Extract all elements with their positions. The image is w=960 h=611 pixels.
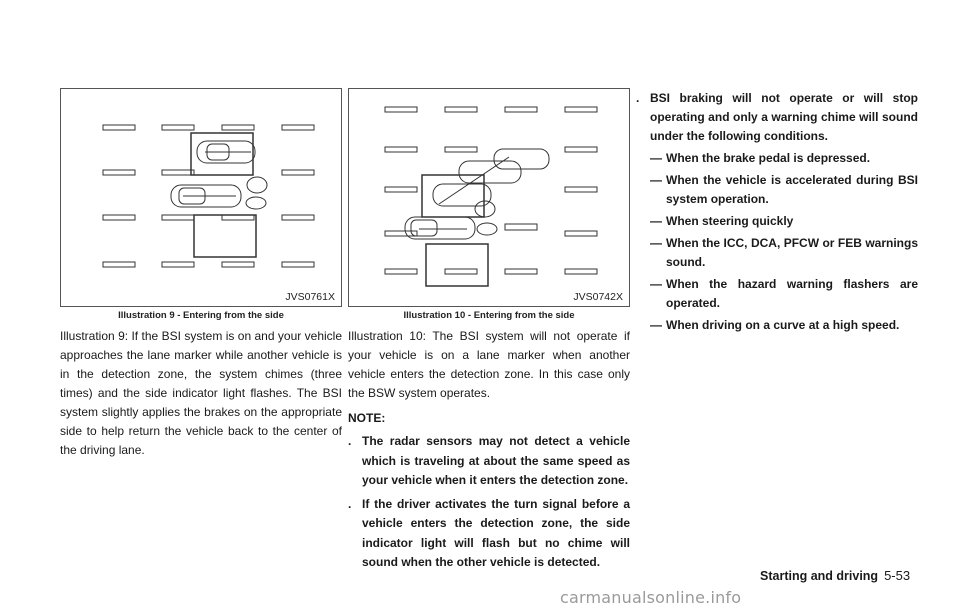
bullet-item: . BSI braking will not operate or will s… xyxy=(636,89,918,335)
condition-item: —When the brake pedal is depressed. xyxy=(650,149,918,168)
note-title: NOTE: xyxy=(348,411,386,425)
dash-icon: — xyxy=(650,236,662,250)
illustration-10-drawing xyxy=(384,106,598,287)
watermark[interactable]: carmanualsonline.info xyxy=(560,588,742,607)
dash-icon: — xyxy=(650,173,662,187)
section-title: Starting and driving xyxy=(760,569,879,583)
dash-icon: — xyxy=(650,151,662,165)
condition-item: —When steering quickly xyxy=(650,212,918,231)
bullet-icon: . xyxy=(348,434,352,448)
figure-caption: Illustration 10 - Entering from the side xyxy=(403,310,575,321)
illustration-9: JVS0761X xyxy=(60,88,342,307)
condition-item: —When the vehicle is accelerated during … xyxy=(650,173,918,206)
body-section: Illustration 10: The BSI system will not… xyxy=(348,327,630,573)
note-list: .The radar sensors may not detect a vehi… xyxy=(348,432,630,573)
bullet-icon: . xyxy=(636,91,640,105)
condition-item: —When the ICC, DCA, PFCW or FEB warnings… xyxy=(650,236,918,269)
condition-item: —When driving on a curve at a high speed… xyxy=(650,316,918,335)
condition-item: —When the hazard warning flashers are op… xyxy=(650,277,918,310)
illustration-9-drawing xyxy=(102,124,315,268)
body-paragraph: Illustration 10: The BSI system will not… xyxy=(348,329,630,400)
figure-caption: Illustration 9 - Entering from the side xyxy=(118,310,284,321)
conditions-list: —When the brake pedal is depressed. —Whe… xyxy=(650,149,918,335)
figure-code: JVS0761X xyxy=(285,291,335,303)
note-item: .The radar sensors may not detect a vehi… xyxy=(348,434,630,487)
bullet-icon: . xyxy=(348,496,352,511)
body-paragraph: Illustration 9: If the BSI system is on … xyxy=(60,329,342,457)
bullet-list: . BSI braking will not operate or will s… xyxy=(636,89,918,335)
page-number: 5-53 xyxy=(884,568,911,583)
page-footer: Starting and driving 5-53 xyxy=(760,568,910,583)
bsi-conditions: . BSI braking will not operate or will s… xyxy=(636,89,918,335)
figure-code: JVS0742X xyxy=(573,291,623,303)
note-item: .If the driver activates the turn signal… xyxy=(348,496,630,570)
dash-icon: — xyxy=(650,214,662,228)
dash-icon: — xyxy=(650,277,662,291)
dash-icon: — xyxy=(650,318,662,332)
illustration-10: JVS0742X xyxy=(348,88,630,307)
